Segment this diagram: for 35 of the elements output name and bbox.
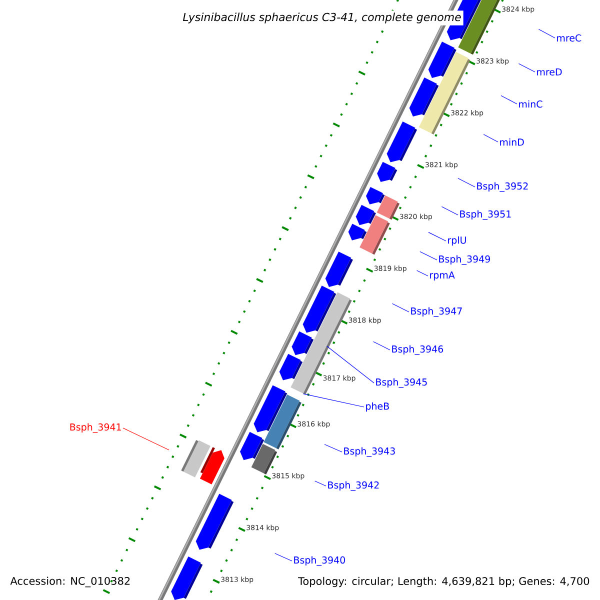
leader-line <box>392 303 410 312</box>
gene-label: rplU <box>448 236 466 246</box>
leader-line <box>420 251 438 260</box>
gene-label: Bsph_3943 <box>344 447 395 457</box>
gene-label: Bsph_3947 <box>411 307 462 317</box>
gene-label: Bsph_3946 <box>392 345 444 355</box>
gene-label: Bsph_3949 <box>439 255 490 265</box>
leader-line <box>458 178 476 188</box>
gene-label: Bsph_3940 <box>294 556 345 566</box>
title: Lysinibacillus sphaericus C3-41, complete genome <box>180 10 464 26</box>
gene-label: rpmA <box>430 272 455 280</box>
leader-line <box>416 270 428 276</box>
leader-line <box>483 134 498 142</box>
leader-line <box>441 206 458 216</box>
leader-line <box>274 553 292 562</box>
leader-line <box>500 95 518 104</box>
gene-label: Bsph_3952 <box>477 182 528 192</box>
gene-label: pheB <box>366 402 389 412</box>
leader-line <box>373 341 390 350</box>
gene-label: Bsph_3941 <box>70 423 121 433</box>
leader-line <box>122 428 170 450</box>
gene-label: minD <box>500 138 524 146</box>
leader-line <box>428 232 446 242</box>
summary-label: Topology: circular; Length: 4,639,821 bp; Genes: 4,700 <box>298 576 590 588</box>
leader-line <box>324 444 342 452</box>
leader-line <box>538 29 556 38</box>
gene-label: Bsph_3945 <box>376 378 427 388</box>
gene-label: Bsph_3942 <box>328 481 379 491</box>
leader-line <box>518 63 536 72</box>
accession-label: Accession: NC_010382 <box>10 576 130 588</box>
gene-label: mreD <box>537 68 562 76</box>
gene-label: mreC <box>557 34 582 42</box>
gene-label: Bsph_3951 <box>460 210 511 220</box>
gene-label: minC <box>519 100 542 108</box>
leader-line <box>314 480 326 486</box>
